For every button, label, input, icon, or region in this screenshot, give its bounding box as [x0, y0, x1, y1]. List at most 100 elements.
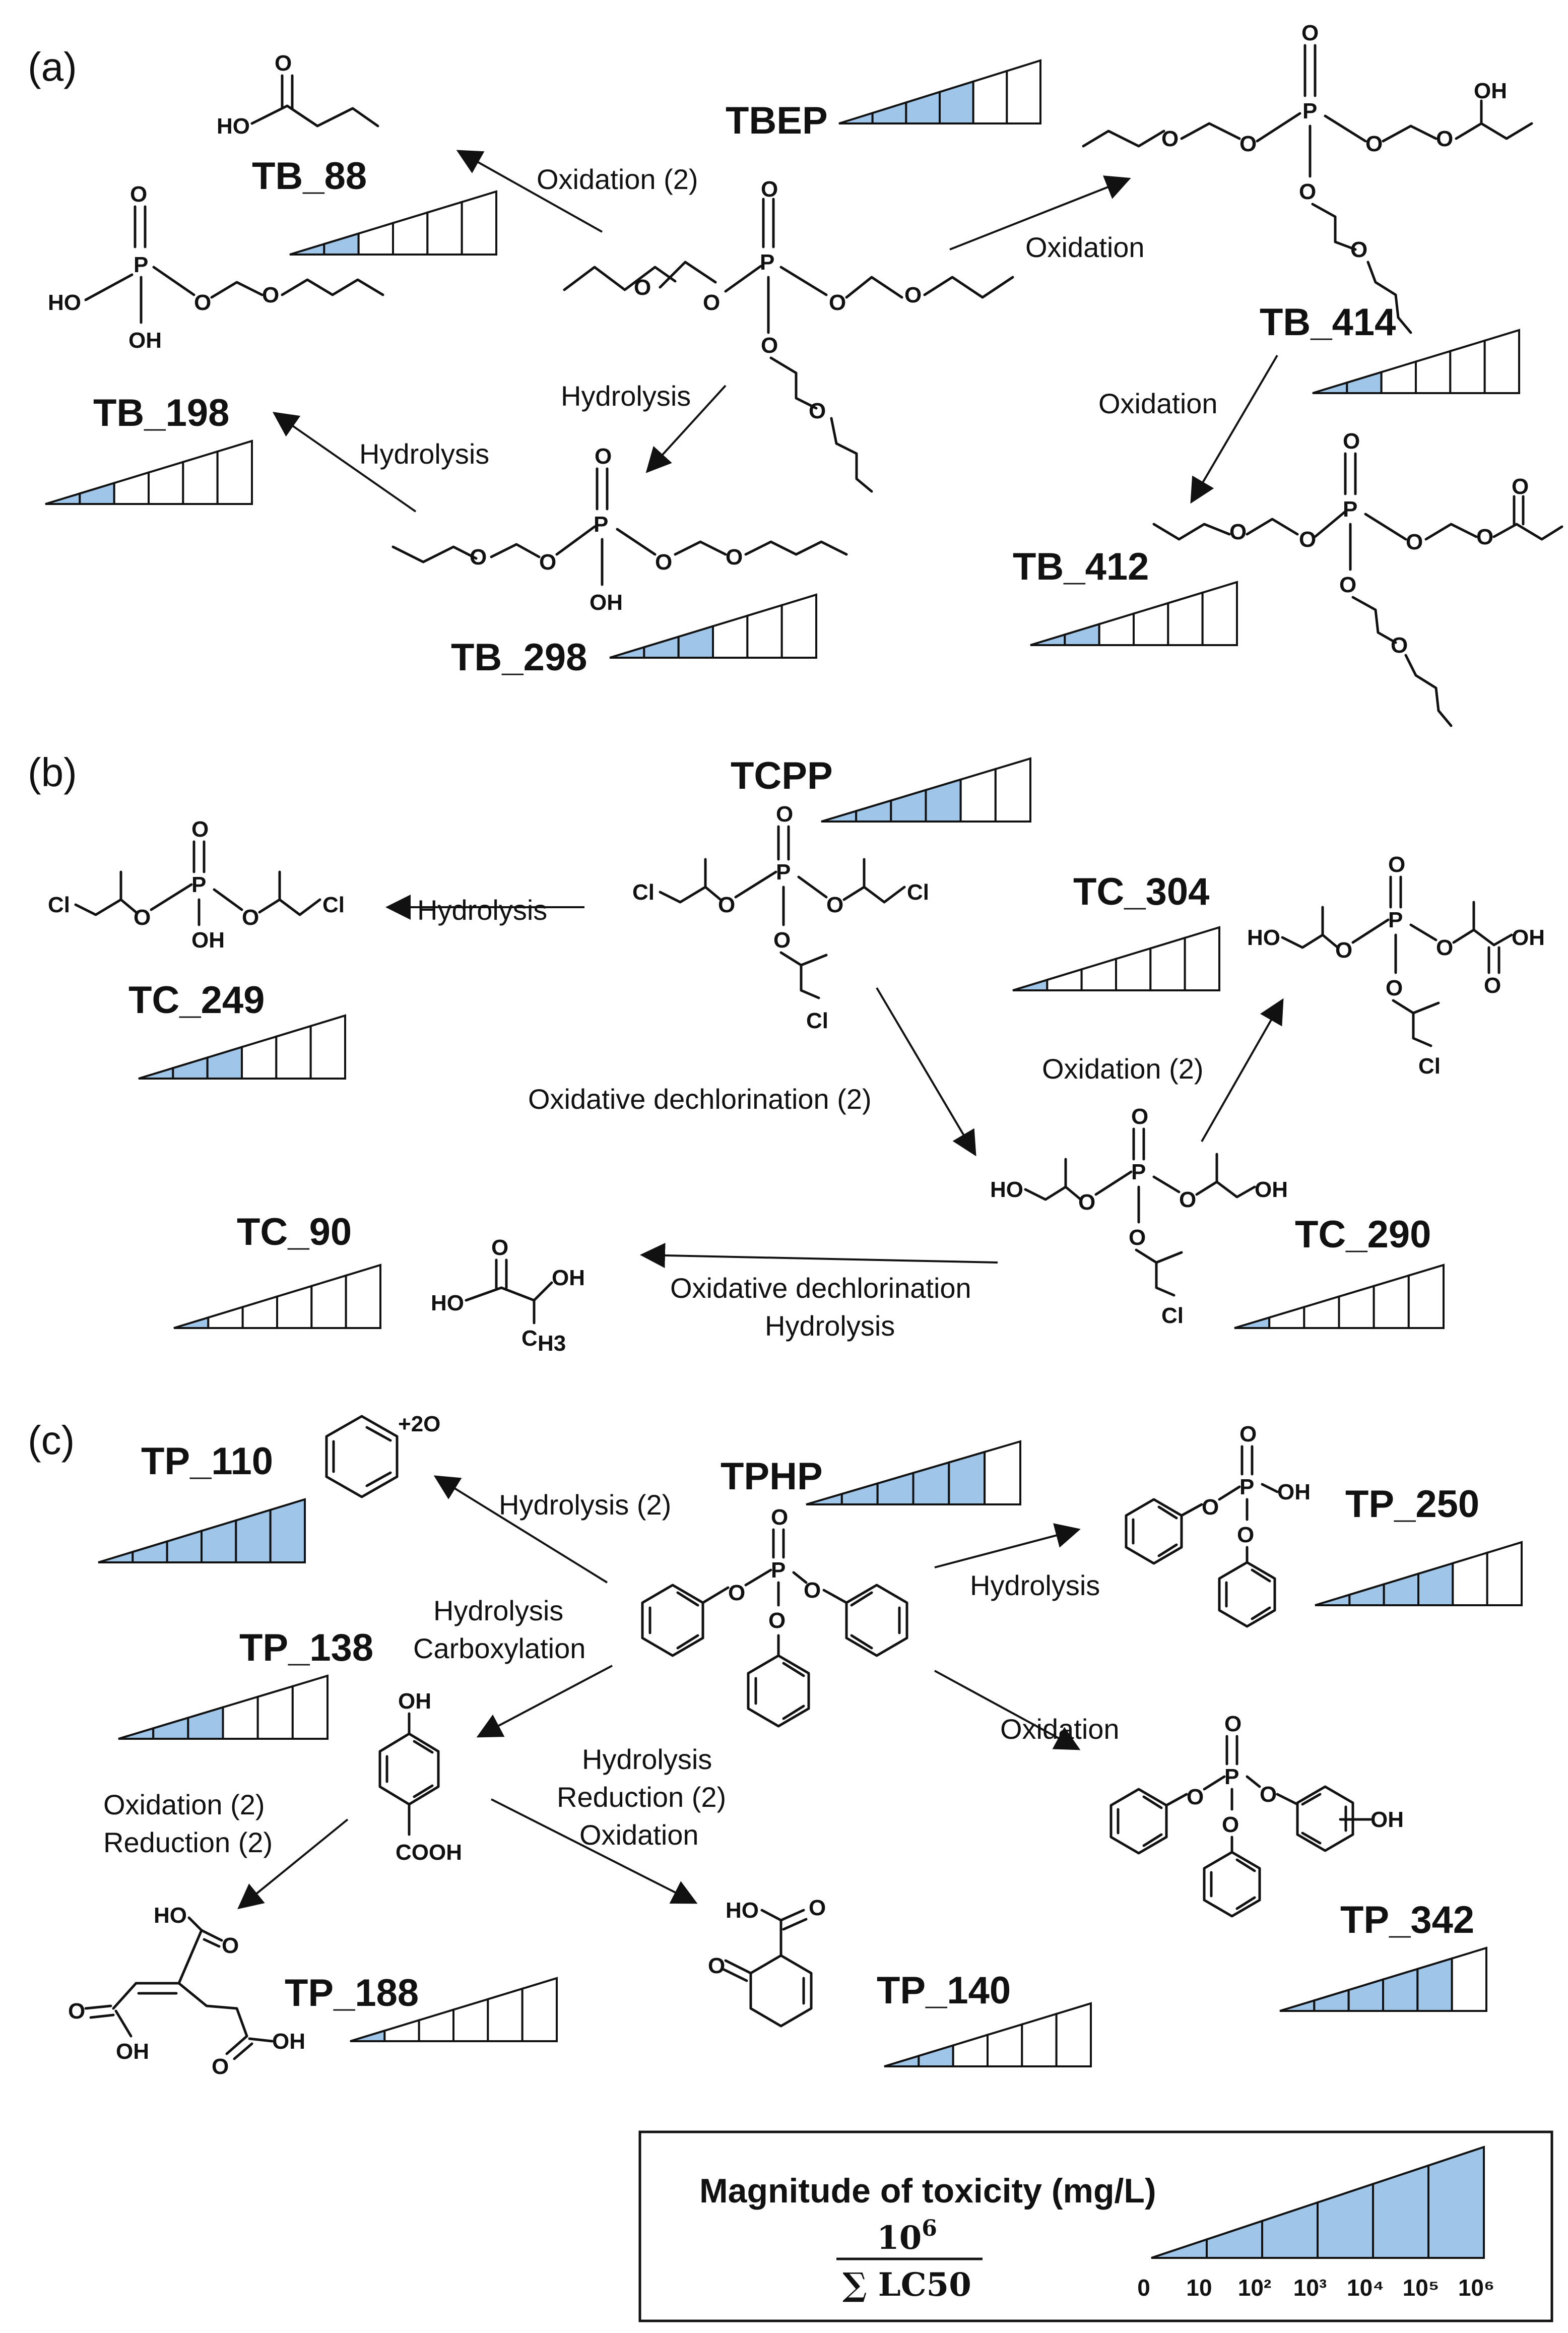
wedge-cell — [1415, 349, 1452, 394]
panel-label-c: (c) — [28, 1418, 75, 1463]
atom-p: P — [134, 253, 148, 277]
panel-a: (a) O O P O O O O O O — [28, 21, 1563, 727]
wedge-cell — [905, 90, 941, 124]
wedge-cell — [241, 1035, 278, 1080]
atom-cl: Cl — [806, 1008, 828, 1033]
atom-oh: OH — [1255, 1177, 1288, 1202]
atom-oh: OH — [116, 2039, 149, 2064]
reaction-label: Oxidation (2) — [103, 1789, 265, 1820]
atom-o: O — [904, 283, 922, 307]
tb88-structure: O HO — [217, 51, 379, 139]
wedge-cell — [291, 1674, 329, 1740]
wedge-cell — [392, 211, 429, 256]
atom-o: O — [826, 893, 843, 917]
tp140-structure: HO O O — [708, 1896, 826, 2028]
atom-o: O — [726, 545, 743, 570]
toxicity-wedge-tp342 — [1279, 1946, 1487, 2012]
wedge-cell — [118, 1727, 155, 1740]
wedge-cell — [182, 450, 219, 505]
wedge-cell — [418, 2008, 454, 2042]
wedge-cell — [310, 1274, 347, 1329]
wedge-cell — [256, 1685, 294, 1740]
wedge-cell — [173, 1316, 210, 1329]
legend-formula-numerator: 106 — [877, 2216, 937, 2257]
wedge-cell — [855, 799, 892, 823]
atom-o: O — [1299, 527, 1316, 552]
atom-cooh: COOH — [396, 1840, 462, 1865]
wedge-cell — [1201, 581, 1238, 646]
wedge-cell — [959, 768, 997, 823]
compound-name-tphp: TPHP — [721, 1455, 823, 1498]
wedge-cell — [1338, 1284, 1375, 1329]
wedge-cell — [201, 1519, 237, 1563]
wedge-cell — [269, 1498, 306, 1563]
atom-o: O — [1391, 633, 1408, 658]
toxicity-wedge-tc290 — [1234, 1264, 1445, 1329]
wedge-cell — [276, 1284, 313, 1329]
atom-o: O — [1476, 525, 1493, 549]
atom-o: O — [1224, 1712, 1242, 1736]
wedge-cell — [643, 635, 680, 659]
wedge-cell — [1115, 947, 1152, 991]
wedge-cell — [1234, 1316, 1271, 1329]
atom-ho: HO — [1247, 925, 1280, 950]
wedge-cell — [172, 1056, 209, 1080]
reaction-label: Hydrolysis — [765, 1310, 895, 1342]
wedge-cell — [1167, 591, 1204, 646]
atom-cl: Cl — [322, 893, 345, 917]
atom-o: O — [1161, 127, 1179, 151]
atom-o: O — [262, 283, 279, 307]
arrow-tbep-to-tb88 — [456, 150, 603, 233]
tb198-structure: O P HO OH O O — [48, 182, 384, 353]
legend-wedge — [1151, 2146, 1485, 2259]
wedge-cell — [871, 101, 907, 124]
atom-o: O — [634, 275, 651, 300]
wedge-cell — [309, 1014, 346, 1080]
atom-cl: Cl — [1418, 1054, 1441, 1079]
atom-o: O — [491, 1235, 508, 1260]
atom-o: O — [222, 1933, 239, 1958]
atom-o: O — [1436, 127, 1453, 151]
atom-p: P — [1224, 1764, 1239, 1789]
legend-tick-label: 10⁴ — [1347, 2275, 1384, 2301]
reaction-label: Reduction (2) — [557, 1781, 726, 1813]
atom-oh: OH — [272, 2029, 305, 2054]
compound-name-tp250: TP_250 — [1345, 1483, 1479, 1526]
atom-plus2o: +2O — [398, 1412, 440, 1436]
atom-oh: OH — [1474, 79, 1507, 103]
atom-o: O — [768, 1608, 786, 1633]
wedge-cell — [1006, 59, 1041, 124]
atom-o: O — [771, 1505, 788, 1530]
atom-o: O — [1239, 1422, 1257, 1446]
wedge-cell — [994, 757, 1031, 823]
toxicity-wedge-tc249 — [138, 1014, 346, 1080]
atom-p: P — [1239, 1475, 1254, 1499]
legend-tick-label: 10⁵ — [1403, 2275, 1440, 2301]
atom-o: O — [776, 802, 793, 827]
panel-label-b: (b) — [28, 750, 77, 795]
tc249-structure: Cl O P O OH O Cl — [48, 817, 345, 953]
wedge-cell — [207, 1305, 244, 1329]
wedge-cell — [840, 1482, 879, 1505]
wedge-cell — [113, 471, 150, 505]
wedge-cell — [357, 221, 394, 256]
atom-o: O — [708, 1953, 725, 1978]
atom-o: O — [1222, 1812, 1239, 1837]
wedge-cell — [1303, 1295, 1340, 1329]
tc90-structure: O HO OH C H3 — [431, 1235, 585, 1356]
atom-o: O — [1406, 530, 1423, 554]
tp138-structure: OH COOH — [378, 1689, 462, 1865]
legend-tick-label: 10³ — [1293, 2275, 1327, 2301]
atom-oh: OH — [1512, 925, 1545, 950]
atom-p: P — [191, 872, 206, 897]
atom-o: O — [595, 444, 612, 469]
legend-tick-label: 10 — [1186, 2275, 1212, 2301]
arrow-tphp-to-tp342 — [934, 1670, 1081, 1750]
atom-o: O — [809, 399, 826, 423]
wedge-cell — [426, 201, 463, 256]
wedge-cell — [1347, 1978, 1384, 2012]
wedge-cell — [1452, 1551, 1488, 1606]
atom-cl: Cl — [632, 880, 655, 905]
